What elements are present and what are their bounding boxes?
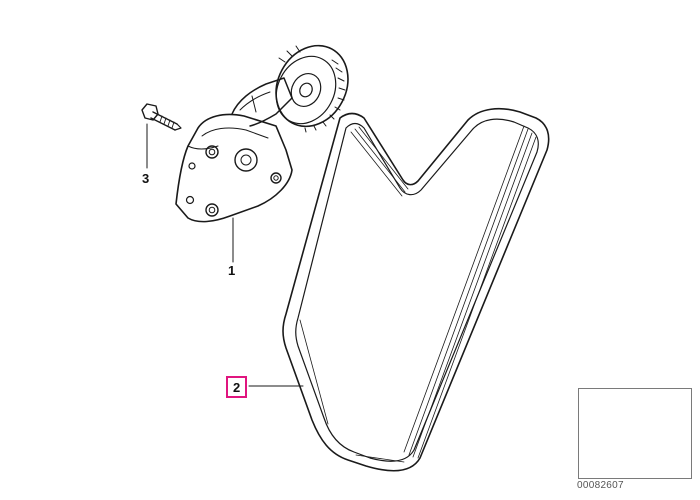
belt-tensioner-icon[interactable] (175, 33, 362, 223)
vehicle-thumbnail-frame (578, 388, 692, 479)
hex-bolt-icon[interactable] (141, 103, 182, 131)
callout-3[interactable]: 3 (142, 171, 150, 186)
leader-lines (146, 123, 304, 387)
image-reference-number: 00082607 (577, 480, 624, 491)
callout-1[interactable]: 1 (228, 263, 236, 278)
ribbed-v-belt-icon[interactable] (282, 107, 550, 472)
callout-2-highlighted[interactable]: 2 (226, 376, 248, 398)
